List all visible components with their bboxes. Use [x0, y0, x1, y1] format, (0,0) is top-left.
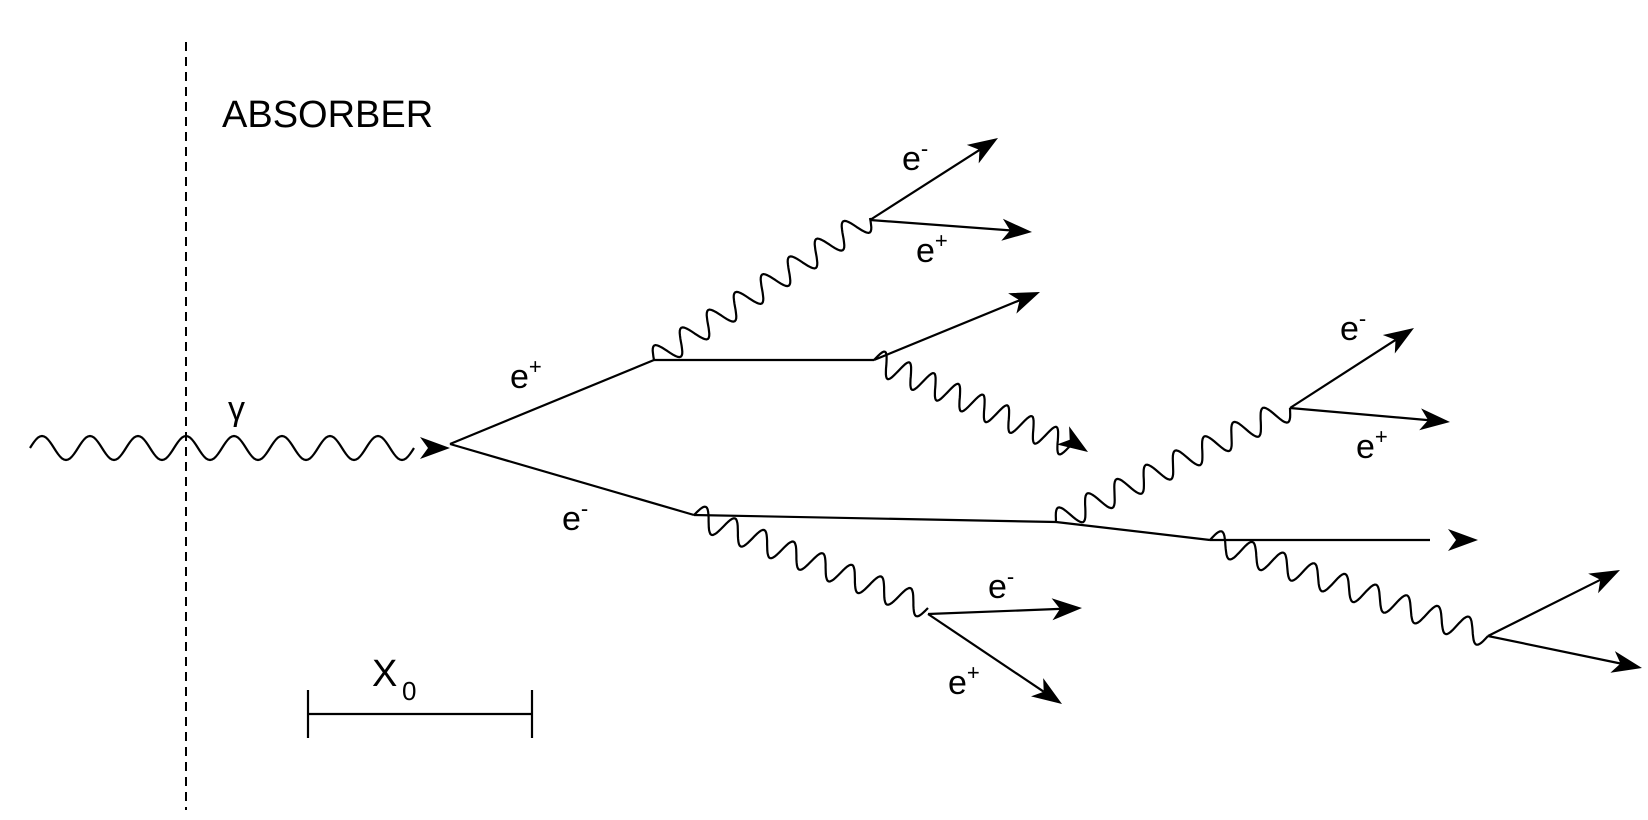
- electron-tracks: [449, 358, 1430, 542]
- label-charge: -: [1007, 564, 1014, 589]
- photon-mid: [873, 350, 1071, 456]
- label-base: e: [988, 568, 1007, 606]
- label-charge: -: [921, 136, 928, 161]
- track-eminus-3: [1055, 520, 1211, 542]
- photon-upper: [651, 217, 873, 361]
- arrow-final-upper-shaft: [1487, 578, 1601, 637]
- absorber-label: ABSORBER: [222, 94, 433, 136]
- arrow-eplus-right-head: [1419, 408, 1450, 431]
- label-base: e: [562, 500, 581, 538]
- track-eplus-1: [449, 358, 655, 446]
- particle-labels: e+ e- e- e+ e- e+ e- e+: [510, 136, 1388, 702]
- label-eplus-bottom: e+: [948, 660, 980, 702]
- arrow-eminus-bottom-head: [1051, 598, 1082, 621]
- label-charge: +: [967, 660, 980, 685]
- label-base: e: [1356, 428, 1375, 466]
- arrow-final-upper-head: [1588, 570, 1620, 594]
- label-charge: +: [529, 354, 542, 379]
- arrow-eplus-top-head: [1001, 218, 1032, 241]
- gamma-label: γ: [228, 390, 245, 428]
- arrow-eminus-right-shaft: [1289, 338, 1397, 409]
- arrow-eplus-bottom-shaft: [927, 613, 1045, 693]
- label-base: e: [948, 664, 967, 702]
- arrow-eplus-top-shaft: [869, 218, 1011, 232]
- arrow-eminus-top-shaft: [869, 148, 981, 221]
- label-eplus-top: e+: [916, 228, 948, 270]
- track-eminus-2: [693, 513, 1057, 524]
- arrow-eminus-bottom-shaft: [927, 607, 1061, 616]
- label-base: e: [916, 232, 935, 270]
- photon-right-upper: [1054, 406, 1292, 524]
- track-eminus-1: [449, 442, 695, 517]
- incoming-photon: [29, 434, 415, 462]
- label-eminus-first: e-: [562, 496, 588, 538]
- photon-lower: [693, 505, 929, 618]
- label-base: e: [510, 358, 529, 396]
- label-charge: -: [1359, 306, 1366, 331]
- scale-subscript: 0: [402, 676, 416, 706]
- label-eplus-first: e+: [510, 354, 542, 396]
- arrow-final-lower-head: [1610, 651, 1642, 673]
- arrow-eplus-right-shaft: [1289, 406, 1429, 422]
- photon-lines: [29, 217, 1489, 646]
- scale-bar: X 0: [306, 653, 534, 738]
- label-charge: +: [1375, 424, 1388, 449]
- arrow-eplus-continue-shaft: [873, 299, 1021, 362]
- label-charge: +: [935, 228, 948, 253]
- label-eminus-right: e-: [1340, 306, 1366, 348]
- arrow-eminus-right-head: [1382, 328, 1414, 354]
- photon-mid-arrow-head: [1056, 426, 1088, 452]
- scale-label: X: [372, 653, 397, 695]
- label-base: e: [902, 140, 921, 178]
- incoming-photon-arrow-head: [420, 437, 450, 459]
- arrow-eminus-continue-head: [1448, 529, 1478, 551]
- arrow-final-lower-shaft: [1487, 634, 1621, 665]
- label-eminus-top: e-: [902, 136, 928, 178]
- label-eminus-bottom: e-: [988, 564, 1014, 606]
- arrows: [420, 138, 1642, 704]
- label-eplus-right: e+: [1356, 424, 1388, 466]
- arrow-eplus-bottom-head: [1031, 678, 1062, 704]
- label-base: e: [1340, 310, 1359, 348]
- label-charge: -: [581, 496, 588, 521]
- arrow-eplus-continue-head: [1008, 292, 1040, 314]
- photon-right-lower: [1209, 530, 1489, 646]
- arrow-eminus-top-head: [966, 138, 998, 164]
